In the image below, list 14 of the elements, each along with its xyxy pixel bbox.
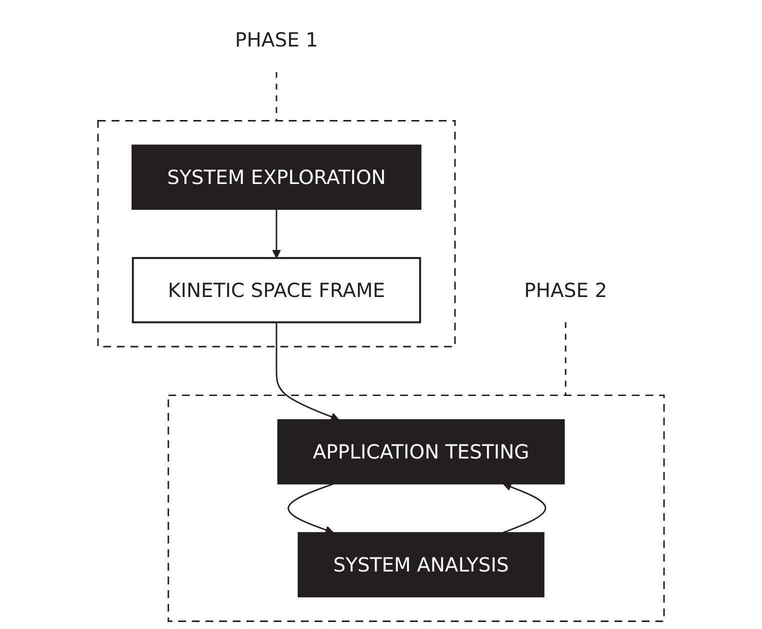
node-box: APPLICATION TESTING xyxy=(277,419,565,484)
arrow xyxy=(288,483,334,534)
node-text: PHASE 1 xyxy=(235,28,318,52)
cluster xyxy=(168,394,665,622)
node-box: SYSTEM ANALYSIS xyxy=(298,532,544,598)
connector xyxy=(276,72,278,121)
arrow xyxy=(502,482,546,534)
arrow xyxy=(276,322,340,421)
node-text: PHASE 2 xyxy=(524,278,608,302)
connector xyxy=(564,322,566,396)
cluster xyxy=(97,120,456,348)
node-box: SYSTEM EXPLORATION xyxy=(132,144,422,210)
node-box: KINETIC SPACE FRAME xyxy=(132,257,422,324)
arrow xyxy=(272,209,281,258)
